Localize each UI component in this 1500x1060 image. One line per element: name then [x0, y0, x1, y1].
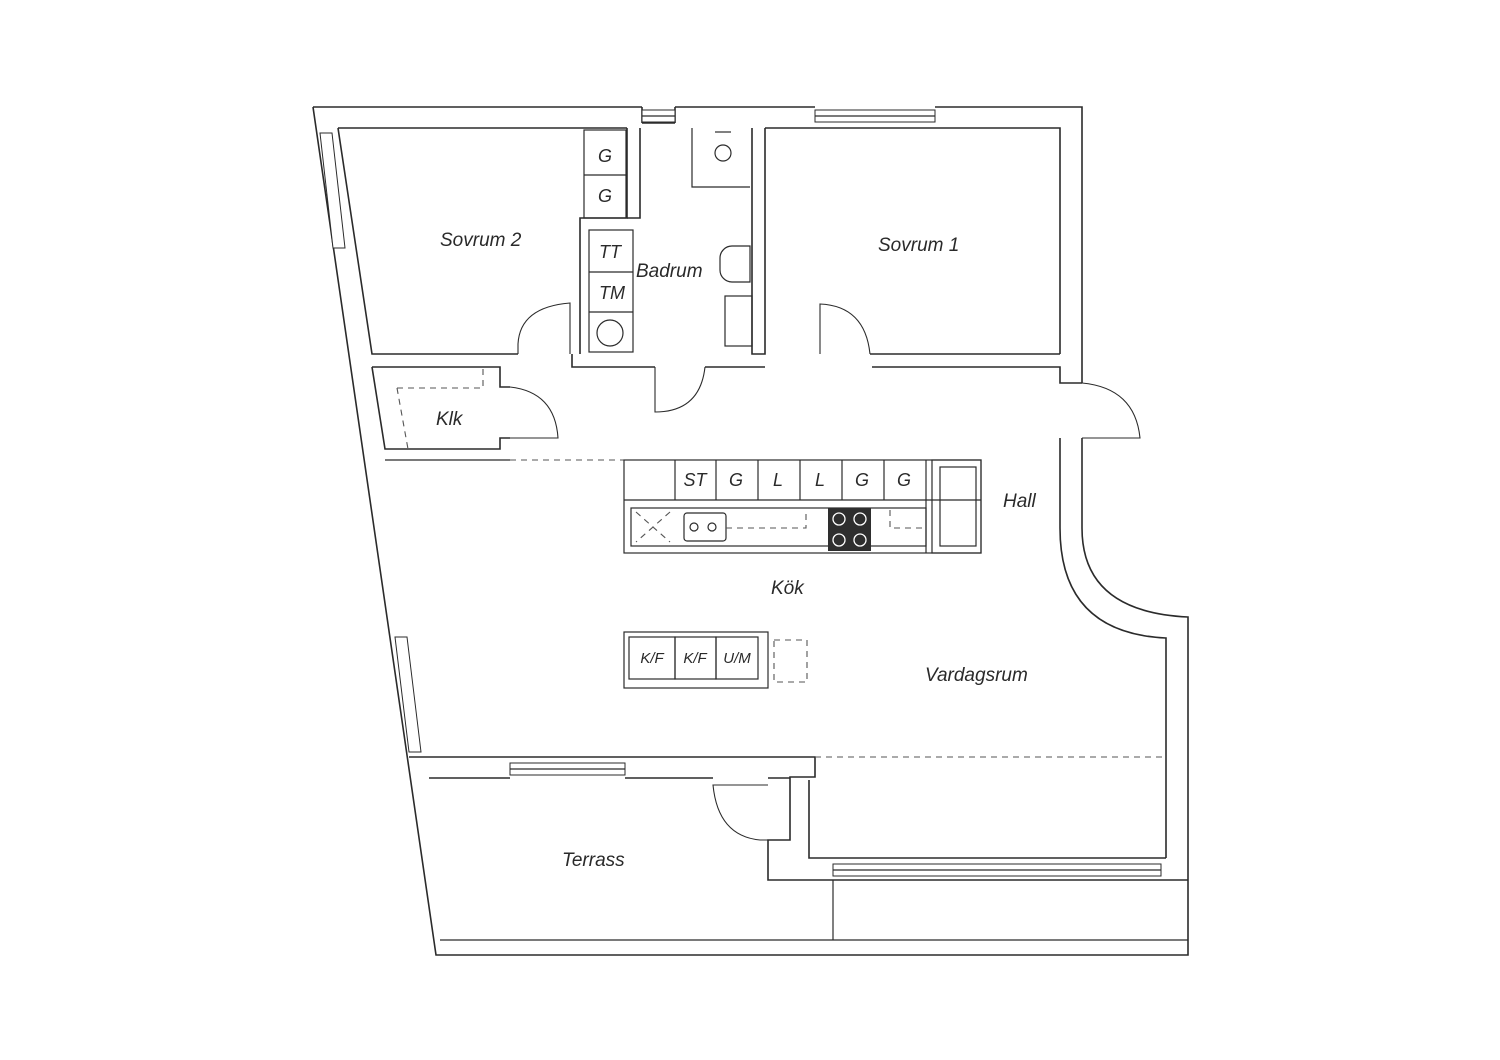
fixture-label: TT: [599, 242, 623, 262]
toilet-icon: [719, 245, 751, 283]
fixture-label: L: [815, 470, 825, 490]
bedroom-2: [517, 128, 628, 354]
wardrobe: [583, 129, 627, 219]
fixture-label: K/F: [640, 650, 664, 667]
bathroom: [588, 128, 766, 413]
room-label-terrass: Terrass: [562, 850, 625, 871]
windows: [319, 109, 1162, 877]
room-label-sovrum-2: Sovrum 2: [440, 230, 522, 251]
room-label-sovrum-1: Sovrum 1: [878, 235, 959, 256]
kitchen-run: [623, 459, 982, 554]
fixture-label: TM: [599, 283, 625, 303]
kitchen-sink-icon: [683, 512, 727, 542]
closet: [371, 366, 625, 461]
room-label-badrum: Badrum: [636, 261, 703, 282]
door-bathroom: [654, 366, 706, 413]
door-terrace: [712, 784, 768, 841]
kitchen-island: [623, 631, 808, 689]
shower-area: [691, 128, 750, 188]
sink-icon: [724, 295, 753, 347]
fixture-labels: G G TT TM ST G L L G G K/F K/F U/M: [598, 146, 911, 667]
fixture-label: G: [598, 146, 612, 166]
room-label-kok: Kök: [771, 578, 805, 599]
entrance-door: [1081, 382, 1141, 439]
door-bedroom-1: [819, 303, 871, 355]
outer-walls: [312, 106, 1189, 956]
fixture-label: L: [773, 470, 783, 490]
fixture-label: U/M: [723, 650, 751, 667]
door-bedroom-2: [517, 302, 571, 354]
fixture-label: ST: [683, 470, 708, 490]
drain-icon: [596, 319, 624, 347]
fixture-label: G: [729, 470, 743, 490]
fixture-label: K/F: [683, 650, 707, 667]
fixture-label: G: [855, 470, 869, 490]
room-label-hall: Hall: [1003, 491, 1037, 512]
room-label-vardagsrum: Vardagsrum: [925, 665, 1028, 686]
room-labels: Sovrum 2 Badrum Sovrum 1 Klk Hall Kök Va…: [436, 230, 1037, 871]
door-closet: [509, 386, 559, 439]
south-walls: [409, 756, 1188, 941]
room-label-klk: Klk: [436, 409, 464, 430]
shower-icon: [714, 144, 732, 162]
fixture-label: G: [897, 470, 911, 490]
fixture-label: G: [598, 186, 612, 206]
